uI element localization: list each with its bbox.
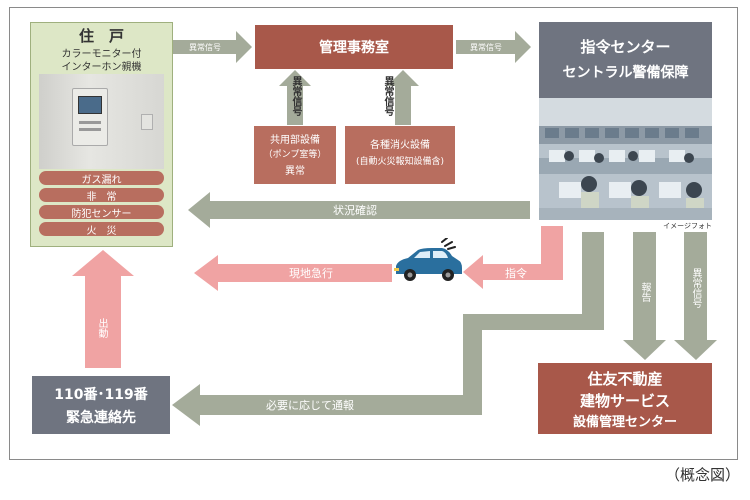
command-center-box: 指令センター セントラル警備保障 (539, 22, 712, 220)
label-deploy: 出動 (96, 318, 107, 338)
command-center-title: 指令センター (580, 37, 671, 56)
arrow-status-check (188, 192, 530, 228)
alarm-emergency: 非 常 (39, 188, 164, 203)
common-equipment-line1: 共用部設備 (270, 134, 320, 146)
residence-box: 住 戸 カラーモニター付 インターホン親機 ガス漏れ 非 常 防犯センサー 火 … (30, 22, 173, 247)
fire-equipment-line1: 各種消火設備 (370, 139, 430, 151)
label-abnormal-signal-2: 異常信号 (470, 42, 502, 52)
emergency-line2: 緊急連絡先 (66, 410, 136, 426)
residence-subtitle-2: インターホン親機 (61, 61, 142, 73)
arrow-deploy (72, 250, 134, 368)
command-center-subtitle: セントラル警備保障 (562, 65, 689, 81)
residence-subtitle-1: カラーモニター付 (61, 48, 142, 60)
patrol-car-icon (394, 238, 462, 281)
photo-caption: イメージフォト (663, 222, 712, 230)
building-service-box: 住友不動産 建物サービス 設備管理センター (538, 363, 712, 434)
building-service-line3: 設備管理センター (572, 414, 677, 430)
building-service-line2: 建物サービス (579, 391, 670, 410)
arrow-abnormal-3 (674, 232, 717, 360)
intercom-device (72, 88, 108, 146)
arrow-dispatch (463, 226, 563, 289)
wall-switch (141, 114, 153, 130)
building-service-line1: 住友不動産 (587, 369, 663, 388)
arrow-rush (194, 255, 392, 291)
label-dispatch: 指令 (505, 266, 527, 280)
alarm-fire: 火 災 (39, 222, 164, 237)
diagram-frame (9, 7, 738, 460)
arrow-report (623, 232, 666, 360)
label-report: 報告 (639, 282, 650, 302)
label-abnormal-signal-v2: 異常信号 (382, 76, 393, 116)
label-abnormal-signal-1: 異常信号 (189, 42, 221, 52)
residence-title: 住 戸 (78, 26, 124, 45)
emergency-line1: 110番･119番 (54, 387, 148, 403)
common-equipment-line2: （ポンプ室等） (263, 149, 327, 160)
label-status-check: 状況確認 (333, 204, 377, 217)
label-abnormal-signal-v3: 異常信号 (690, 268, 701, 308)
arrow-abnormal-signal-1 (172, 31, 252, 63)
arrow-abnormal-signal-2 (456, 31, 531, 63)
fire-equipment-line2: (自動火災報知設備含) (355, 156, 445, 167)
intercom-screen (78, 96, 102, 114)
diagram-caption: （概念図） (664, 466, 740, 484)
management-office-box: 管理事務室 (255, 25, 453, 69)
alarm-gas-leak: ガス漏れ (39, 171, 164, 186)
alarm-security-sensor: 防犯センサー (39, 205, 164, 220)
arrow-up-common (279, 70, 311, 125)
fire-equipment-box: 各種消火設備 (自動火災報知設備含) (345, 126, 455, 184)
label-abnormal-signal-v1: 異常信号 (290, 76, 301, 116)
label-notify-as-needed: 必要に応じて通報 (266, 399, 354, 412)
emergency-contact-box: 110番･119番 緊急連絡先 (32, 376, 170, 434)
arrow-notify (172, 232, 604, 426)
command-center-photo (539, 98, 712, 220)
common-equipment-line3: 異常 (285, 165, 305, 177)
common-equipment-box: 共用部設備 （ポンプ室等） 異常 (254, 126, 336, 184)
intercom-photo (39, 74, 164, 169)
label-rush-to-site: 現地急行 (289, 267, 333, 280)
arrow-up-fire (387, 70, 419, 125)
